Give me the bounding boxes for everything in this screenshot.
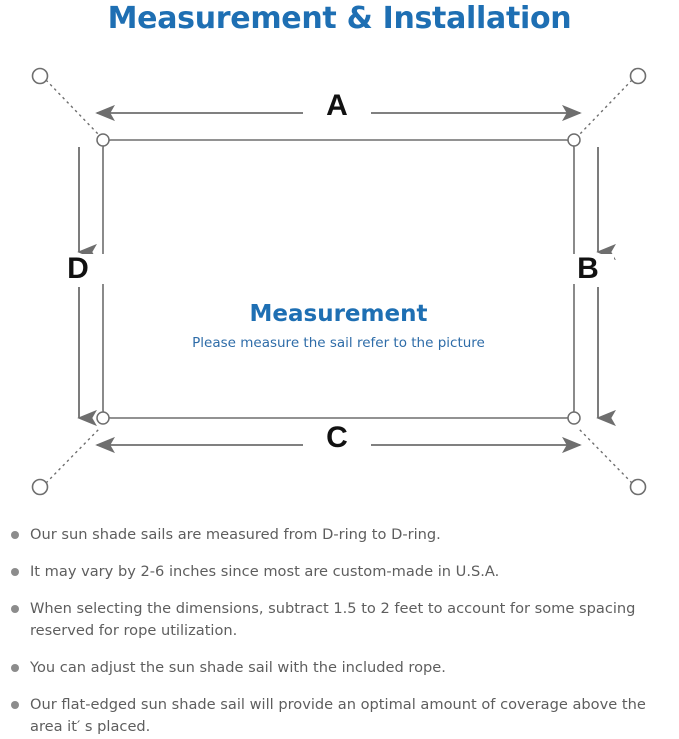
d-rings [96, 133, 581, 425]
anchor-ring-bottom-left [31, 478, 49, 496]
dimension-label-c: C [305, 423, 369, 453]
dimension-label-b: B [562, 254, 614, 284]
bullet-icon [11, 531, 19, 539]
list-item: When selecting the dimensions, subtract … [0, 598, 679, 642]
list-item: You can adjust the sun shade sail with t… [0, 657, 679, 679]
shade-sail-measurement-diagram: Measurement Please measure the sail refe… [0, 46, 679, 516]
anchor-ring-bottom-right [629, 478, 647, 496]
d-ring-top-right [567, 133, 581, 147]
note-text: Our sun shade sails are measured from D-… [30, 526, 441, 543]
d-ring-top-left [96, 133, 110, 147]
notes-list: Our sun shade sails are measured from D-… [0, 524, 679, 738]
note-text: You can adjust the sun shade sail with t… [30, 659, 446, 676]
sail-rectangle [102, 139, 575, 419]
bullet-icon [11, 664, 19, 672]
rope-lines [45, 79, 633, 484]
page-title: Measurement & Installation [107, 1, 572, 36]
note-text: When selecting the dimensions, subtract … [30, 600, 636, 639]
anchor-ring-top-left [31, 67, 49, 85]
d-ring-bottom-right [567, 411, 581, 425]
bullet-icon [11, 568, 19, 576]
note-text: It may vary by 2-6 inches since most are… [30, 563, 500, 580]
dimension-label-a: A [305, 91, 369, 121]
anchor-ring-top-right [629, 67, 647, 85]
list-item: Our sun shade sails are measured from D-… [0, 524, 679, 546]
list-item: It may vary by 2-6 inches since most are… [0, 561, 679, 583]
bullet-icon [11, 701, 19, 709]
note-text: Our flat-edged sun shade sail will provi… [30, 696, 646, 735]
d-ring-bottom-left [96, 411, 110, 425]
dimension-label-d: D [52, 254, 104, 284]
list-item: Our flat-edged sun shade sail will provi… [0, 694, 679, 738]
bullet-icon [11, 605, 19, 613]
anchor-rings [31, 67, 647, 496]
